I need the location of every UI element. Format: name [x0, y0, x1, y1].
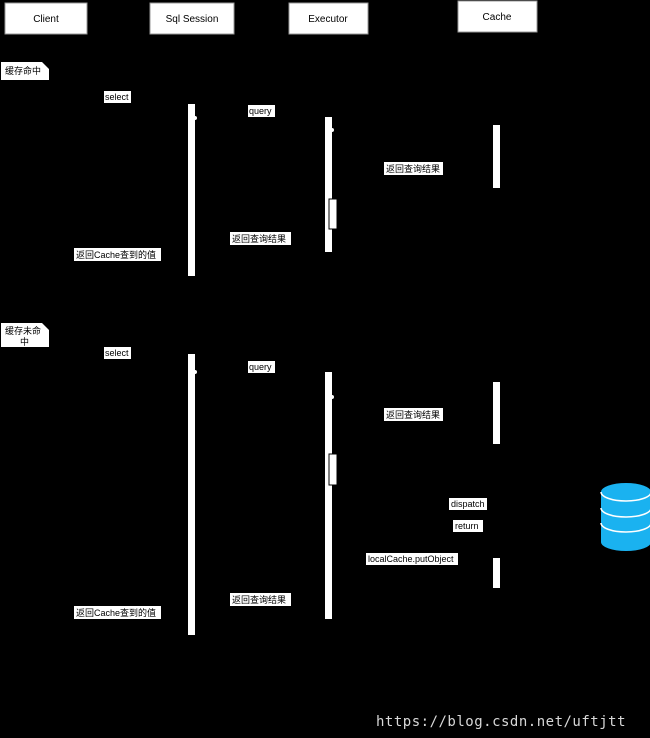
svg-text:select: select — [105, 348, 129, 358]
participant-cache: Cache — [457, 0, 538, 33]
miss-section-tag-line2: 中 — [20, 336, 29, 347]
miss-section-tag: 缓存未命 中 — [1, 323, 49, 347]
miss-msg-executor-return: 返回查询结果 — [230, 593, 291, 606]
svg-text:return: return — [455, 521, 479, 531]
database-icon — [600, 483, 650, 551]
hit-executor-activation — [325, 117, 332, 252]
svg-text:返回查询结果: 返回查询结果 — [232, 594, 286, 605]
miss-cache-activation — [493, 382, 500, 444]
miss-section-tag-line1: 缓存未命 — [5, 325, 41, 336]
svg-text:返回查询结果: 返回查询结果 — [232, 233, 286, 244]
miss-executor-dot — [330, 395, 334, 399]
participant-executor-label: Executor — [308, 14, 348, 25]
hit-session-activation — [188, 104, 195, 276]
miss-msg-select: select — [104, 347, 131, 359]
hit-msg-executor-return: 返回查询结果 — [230, 232, 291, 245]
svg-text:select: select — [105, 92, 129, 102]
hit-session-dot — [193, 116, 197, 120]
svg-text:localCache.putObject: localCache.putObject — [368, 554, 454, 564]
miss-msg-return: return — [453, 520, 483, 532]
miss-session-activation — [188, 354, 195, 635]
svg-text:返回查询结果: 返回查询结果 — [386, 409, 440, 420]
miss-msg-client-return: 返回Cache查到的值 — [74, 606, 161, 619]
hit-section-tag: 缓存命中 — [1, 62, 49, 80]
participant-cache-label: Cache — [483, 12, 512, 23]
participant-session: Sql Session — [149, 2, 235, 35]
miss-cache-put-activation — [493, 558, 500, 588]
hit-section-tag-text: 缓存命中 — [5, 65, 41, 76]
hit-msg-client-return: 返回Cache查到的值 — [74, 248, 161, 261]
hit-msg-query: query — [248, 105, 275, 117]
svg-text:返回Cache查到的值: 返回Cache查到的值 — [76, 607, 156, 618]
svg-text:dispatch: dispatch — [451, 499, 485, 509]
miss-msg-cache-return: 返回查询结果 — [384, 408, 443, 421]
participant-session-label: Sql Session — [166, 14, 219, 25]
hit-executor-nested-activation — [328, 198, 338, 230]
participant-client: Client — [4, 2, 88, 35]
svg-text:返回Cache查到的值: 返回Cache查到的值 — [76, 249, 156, 260]
miss-session-dot — [193, 370, 197, 374]
miss-msg-dispatch: dispatch — [449, 498, 487, 510]
svg-text:query: query — [249, 106, 272, 116]
hit-cache-activation — [493, 125, 500, 188]
miss-msg-put-object: localCache.putObject — [366, 553, 458, 565]
svg-text:返回查询结果: 返回查询结果 — [386, 163, 440, 174]
miss-executor-nested-activation — [328, 453, 338, 486]
participant-executor: Executor — [288, 2, 369, 35]
hit-msg-select: select — [104, 91, 131, 103]
miss-executor-activation — [325, 372, 332, 619]
participant-client-label: Client — [33, 14, 59, 25]
svg-text:query: query — [249, 362, 272, 372]
hit-msg-cache-return: 返回查询结果 — [384, 162, 443, 175]
watermark-text: https://blog.csdn.net/uftjtt — [376, 714, 626, 730]
miss-msg-query: query — [248, 361, 275, 373]
hit-executor-dot — [330, 128, 334, 132]
